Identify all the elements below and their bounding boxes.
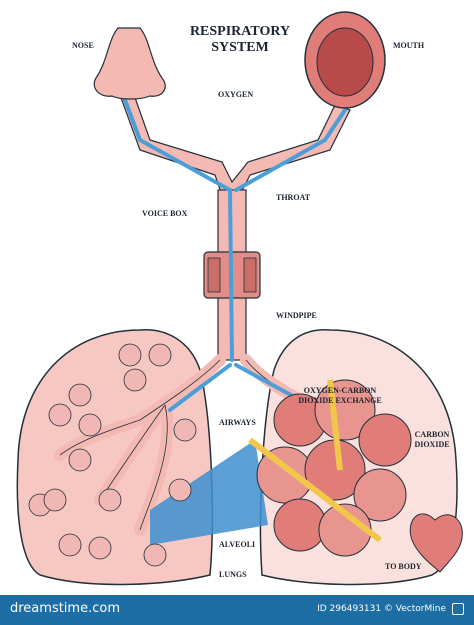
label-oxygen: OXYGEN (218, 90, 254, 99)
zoom-beam (150, 440, 268, 545)
label-exchange: OXYGEN-CARBON DIOXIDE EXCHANGE (290, 386, 390, 406)
nose-icon (93, 27, 166, 100)
speaker-left (207, 257, 221, 293)
title-line-1: RESPIRATORY (189, 24, 291, 39)
mouth-cavity (316, 27, 374, 97)
footer-watermark: dreamstime.com (10, 601, 120, 616)
label-throat: THROAT (276, 193, 311, 202)
title-line-2: SYSTEM (211, 40, 269, 55)
label-exchange-line-1: OXYGEN-CARBON (303, 386, 377, 395)
vectormine-logo-icon (452, 603, 464, 615)
heart-icon (409, 513, 463, 573)
lung-alveoli-cluster (28, 343, 197, 567)
label-carbon-dioxide-line-1: CARBON (414, 430, 450, 439)
label-exchange-line-2: DIOXIDE EXCHANGE (298, 396, 382, 405)
speaker-right (243, 257, 257, 293)
label-windpipe: WINDPIPE (276, 311, 317, 320)
label-voice-box: VOICE BOX (142, 209, 188, 218)
footer-id-text: ID 296493131 © VectorMine (317, 604, 446, 614)
label-alveoli: ALVEOLI (219, 540, 256, 549)
label-to-body: TO BODY (385, 562, 422, 571)
label-lungs: LUNGS (219, 570, 247, 579)
left-lung (16, 329, 214, 586)
label-carbon-dioxide-line-2: DIOXIDE (414, 440, 450, 449)
diagram-canvas (16, 11, 463, 586)
footer-bar: dreamstime.com ID 296493131 © VectorMine (0, 595, 474, 625)
label-carbon-dioxide: CARBON DIOXIDE (402, 430, 462, 450)
footer-id: ID 296493131 © VectorMine (317, 603, 464, 615)
label-nose: NOSE (72, 41, 94, 50)
label-airways: AIRWAYS (219, 418, 256, 427)
label-mouth: MOUTH (393, 41, 425, 50)
alveoli-zoom-cluster (248, 379, 412, 557)
diagram-title: RESPIRATORY SYSTEM (150, 24, 330, 56)
oxygen-flow-arrows (123, 98, 347, 412)
